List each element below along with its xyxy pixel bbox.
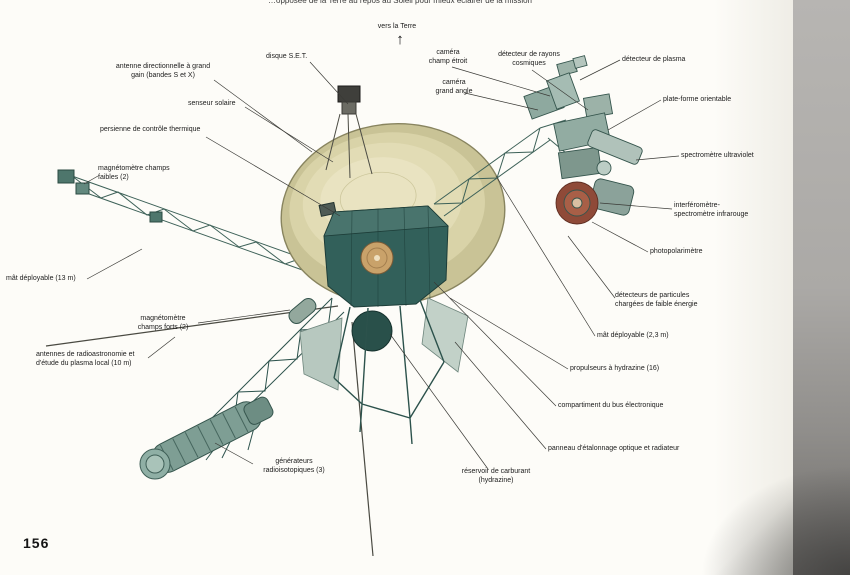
magnetometer-boom [57,169,309,273]
side-panels [299,297,469,391]
label-antenne-grand-gain: antenne directionnelle à grand gain (ban… [115,63,211,79]
page-number: 156 [23,535,50,551]
label-reservoir-carburant: réservoir de carburant (hydrazine) [461,468,531,484]
label-plate-forme-orientable: plate-forme orientable [663,96,732,103]
label-disque-set: disque S.E.T. [266,53,308,60]
book-page: …opposée de la Terre au repos au Soleil … [0,0,793,575]
label-interferometre-spectrometre-infrarouge: interféromètre-spectromètre infrarouge [674,202,749,218]
label-camera-champ-etroit: caméra champ étroit [428,49,468,65]
uv-spectrometer [587,129,643,165]
label-vers-la-terre: vers la Terre [377,23,417,30]
fuel-tank-and-legs [333,299,445,445]
label-magnetometre-champs-forts: magnétomètre champs forts (2) [137,315,189,331]
label-antennes-radioastronomie: antennes de radioastronomie et d'étude d… [36,351,135,367]
figure-caption: …opposée de la Terre au repos au Soleil … [268,0,532,5]
label-senseur-solaire: senseur solaire [188,100,236,107]
label-panneau-etalonnage: panneau d'étalonnage optique et radiateu… [548,445,680,452]
leader-lines [83,59,680,470]
label-detecteur-rayons-cosmiques: détecteur de rayons cosmiques [498,51,560,67]
label-mat-deployable-2-3-m: mât déployable (2,3 m) [597,332,669,339]
label-camera-grand-angle: caméra grand angle [435,79,473,95]
label-spectrometre-ultraviolet: spectromètre ultraviolet [681,152,754,159]
rtg-generators [139,396,274,480]
spacecraft-bus [288,205,449,324]
narrow-angle-camera [546,72,580,110]
label-detecteurs-particules: détecteurs de particules chargées de fai… [615,292,698,308]
voyager-spacecraft-illustration [45,55,680,557]
label-persienne-controle-thermique: persienne de contrôle thermique [100,126,201,133]
label-detecteur-plasma: détecteur de plasma [622,56,686,63]
book-edge [793,0,850,575]
science-platform [523,55,643,225]
label-generateurs-radioisotopiques: générateurs radioisotopiques (3) [263,458,325,474]
label-propulseurs-hydrazine: propulseurs à hydrazine (16) [570,365,660,372]
label-magnetometre-champs-faibles: magnétomètre champs faibles (2) [98,165,170,181]
up-arrow-icon: ↑ [396,31,404,48]
label-mat-deployable-13-m: mât déployable (13 m) [6,275,76,282]
antenna-feed [325,85,373,179]
label-compartiment-bus-electronique: compartiment du bus électronique [558,402,664,409]
label-photopolarimetre: photopolarimètre [650,248,703,255]
